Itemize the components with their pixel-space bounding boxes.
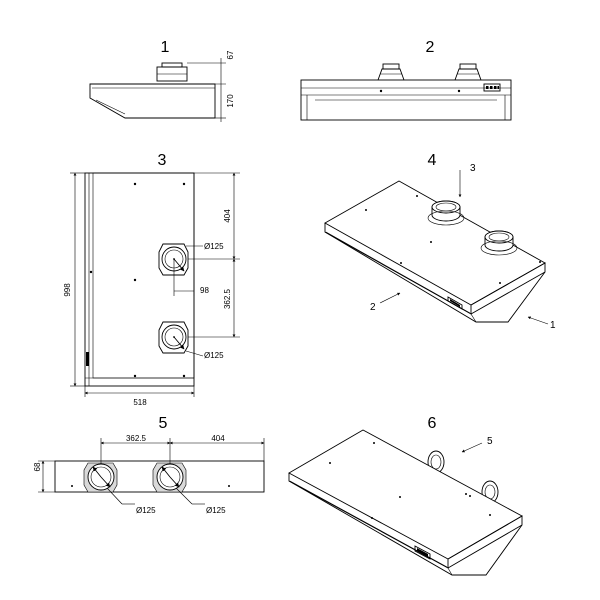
view-4-isometric: 4 3 2 1 — [324, 152, 556, 331]
dim-rear-offset: 404 — [211, 434, 225, 443]
collar-a-rear — [83, 462, 118, 493]
dim-overall-height: 998 — [63, 283, 72, 297]
dim-offset-x: 98 — [200, 286, 209, 295]
hood-bottom-edge — [324, 231, 546, 323]
collar-b-top — [158, 321, 189, 354]
dim-body-height: 170 — [226, 94, 235, 108]
dim-top-offset: 404 — [223, 209, 232, 223]
dim-collar-height: 67 — [226, 50, 235, 59]
hood-bottom-edge-6 — [288, 480, 523, 576]
collar-iso-1 — [427, 200, 465, 226]
dim-rear-spacing: 362.5 — [126, 434, 147, 443]
hood-body-front — [300, 79, 512, 121]
view-5-rear-elevation: 5 362.5 404 68 — [33, 415, 265, 515]
control-panel-iso-6 — [414, 545, 431, 560]
hood-body-side — [89, 83, 216, 119]
dim-diameter-a: Ø125 — [204, 242, 224, 251]
view-4-number: 4 — [428, 152, 437, 169]
callout-1: 1 — [550, 320, 556, 331]
view-6-isometric: 6 5 — [288, 415, 523, 576]
dim-rear-depth: 68 — [33, 462, 42, 471]
control-panel-marks — [86, 352, 89, 366]
collar-iso-2 — [480, 230, 518, 256]
dim-collar-spacing: 362.5 — [223, 288, 232, 309]
dim-rear-diameter-b: Ø125 — [206, 506, 226, 515]
collar-right — [454, 68, 482, 81]
dim-rear-diameter-a: Ø125 — [136, 506, 156, 515]
view-3-top-plan: 3 998 5 — [63, 152, 240, 407]
callout-3: 3 — [470, 163, 476, 174]
dim-overall-width: 518 — [133, 398, 147, 407]
view-5-number: 5 — [159, 415, 168, 432]
view-1-number: 1 — [161, 39, 170, 56]
view-6-number: 6 — [428, 415, 437, 432]
view-3-number: 3 — [158, 152, 167, 169]
dim-diameter-b: Ø125 — [204, 351, 224, 360]
view-2-front-elevation: 2 — [300, 39, 512, 121]
hood-outline-top — [84, 172, 195, 387]
control-panel-iso — [447, 296, 463, 310]
collar-left — [377, 68, 405, 81]
view-1-side-elevation: 1 67 170 — [89, 39, 235, 122]
control-panel — [483, 83, 501, 92]
callout-2: 2 — [370, 302, 376, 313]
collar-a-top — [158, 243, 189, 276]
callout-5: 5 — [487, 436, 493, 447]
collar-b-rear — [152, 462, 187, 493]
view-2-number: 2 — [426, 39, 435, 56]
